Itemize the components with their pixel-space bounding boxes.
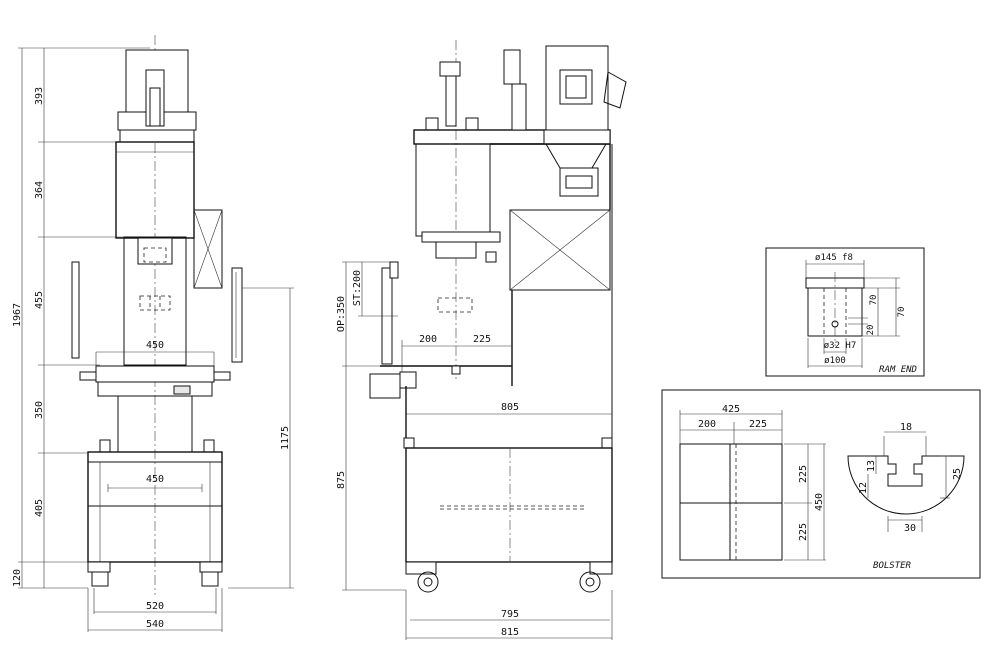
- ram-end-label: RAM END: [879, 365, 917, 375]
- dim-875: 875: [336, 471, 347, 489]
- dim-throat-200: 200: [419, 334, 437, 345]
- dim-425: 425: [722, 404, 740, 415]
- dim-393: 393: [34, 87, 45, 105]
- dim-1967: 1967: [12, 303, 23, 327]
- dim-slot-18: 18: [900, 422, 912, 433]
- dim-520: 520: [146, 601, 164, 612]
- dim-450-bolster: 450: [814, 493, 825, 511]
- dim-slot-25: 25: [952, 468, 963, 480]
- dim-dia-145: ø145 f8: [815, 253, 853, 263]
- dim-350: 350: [34, 401, 45, 419]
- dim-st-200: ST:200: [352, 270, 363, 306]
- dim-815: 815: [501, 627, 519, 638]
- dim-405: 405: [34, 499, 45, 517]
- dim-slot-12: 12: [858, 482, 869, 494]
- dim-225-top: 225: [798, 465, 809, 483]
- dim-225: 225: [749, 419, 767, 430]
- ram-end-detail: ø145 f8 70 70 20 ø32 H7 ø100 RAM END: [765, 247, 925, 377]
- dim-450-table: 450: [146, 340, 164, 351]
- side-view: OP:350 ST:200: [336, 40, 627, 640]
- dim-slot-13: 13: [866, 460, 877, 472]
- bolster-label: BOLSTER: [873, 561, 912, 571]
- dim-dia-32: ø32 H7: [824, 341, 857, 351]
- bolster-detail: 425 200 225 225 225 450 18 13 12 25 3: [661, 389, 981, 579]
- dim-throat-225: 225: [473, 334, 491, 345]
- dim-op-350: OP:350: [336, 296, 347, 332]
- dim-225-bottom: 225: [798, 523, 809, 541]
- dim-200: 200: [698, 419, 716, 430]
- dim-795: 795: [501, 609, 519, 620]
- dim-slot-30: 30: [904, 523, 916, 534]
- dim-450-base: 450: [146, 474, 164, 485]
- dim-70-b: 70: [897, 307, 907, 318]
- dim-805: 805: [501, 402, 519, 413]
- dim-70-a: 70: [869, 295, 879, 306]
- front-view: 393 364 455 350 405 120 1967: [12, 35, 294, 632]
- dim-540: 540: [146, 619, 164, 630]
- dim-455: 455: [34, 291, 45, 309]
- dim-1175: 1175: [280, 426, 291, 450]
- dim-dia-100: ø100: [824, 356, 846, 366]
- dim-364: 364: [34, 181, 45, 199]
- dim-20: 20: [866, 325, 876, 336]
- dim-120: 120: [12, 569, 23, 587]
